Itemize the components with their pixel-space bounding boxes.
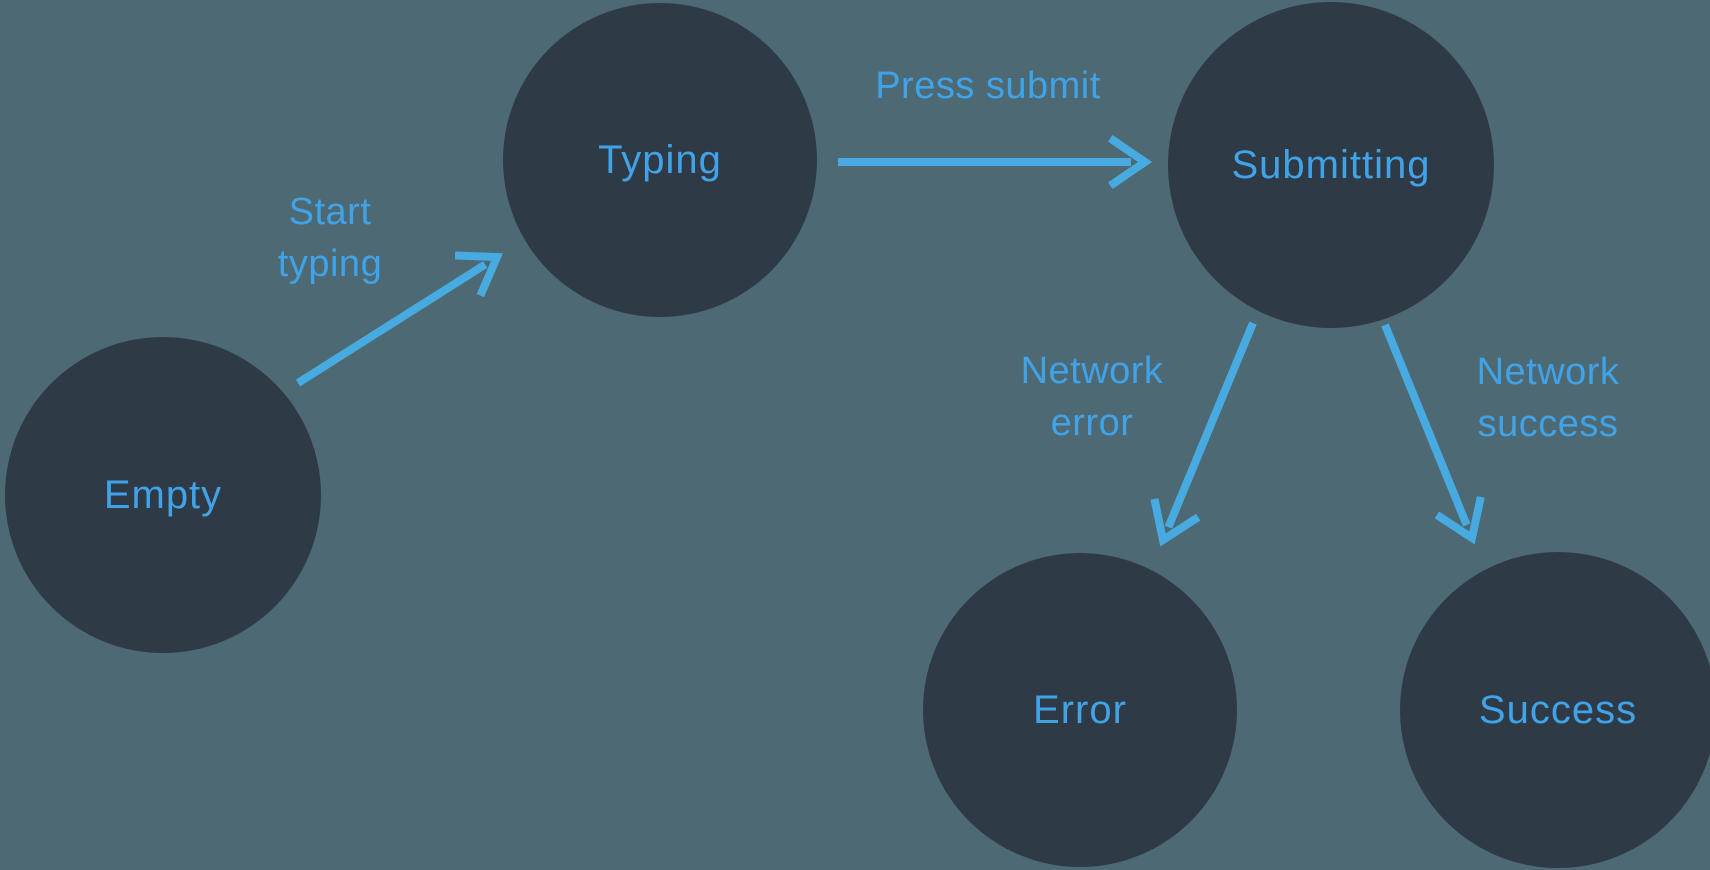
state-node-submitting: Submitting: [1168, 2, 1494, 328]
transition-label-press-submit: Press submit: [875, 60, 1101, 112]
transition-label-line: Network: [1020, 350, 1164, 392]
transition-label-line: Start: [288, 191, 372, 233]
state-node-typing: Typing: [503, 3, 817, 317]
transition-label-line: Network: [1476, 351, 1620, 393]
state-label-submitting: Submitting: [1231, 142, 1431, 187]
transition-arrow-press-submit: [838, 134, 1153, 190]
transition-arrow-start-typing: [295, 251, 503, 387]
transition-label-start-typing: Start typing: [278, 186, 382, 290]
state-node-empty: Empty: [5, 337, 321, 653]
transition-label-network-success: Network success: [1477, 346, 1620, 450]
transition-label-network-error: Network error: [1021, 345, 1164, 449]
state-label-typing: Typing: [598, 137, 722, 182]
state-label-empty: Empty: [103, 472, 223, 517]
transition-arrow-network-error: [1150, 321, 1257, 547]
transition-label-line: Press submit: [875, 65, 1101, 107]
transition-label-line: success: [1477, 403, 1619, 445]
transition-label-line: typing: [277, 243, 383, 285]
transition-label-line: error: [1050, 402, 1134, 444]
transition-arrow-network-success: [1381, 323, 1485, 545]
state-label-success: Success: [1478, 687, 1638, 732]
state-node-success: Success: [1400, 552, 1710, 868]
state-label-error: Error: [1033, 687, 1127, 732]
state-node-error: Error: [923, 553, 1237, 867]
